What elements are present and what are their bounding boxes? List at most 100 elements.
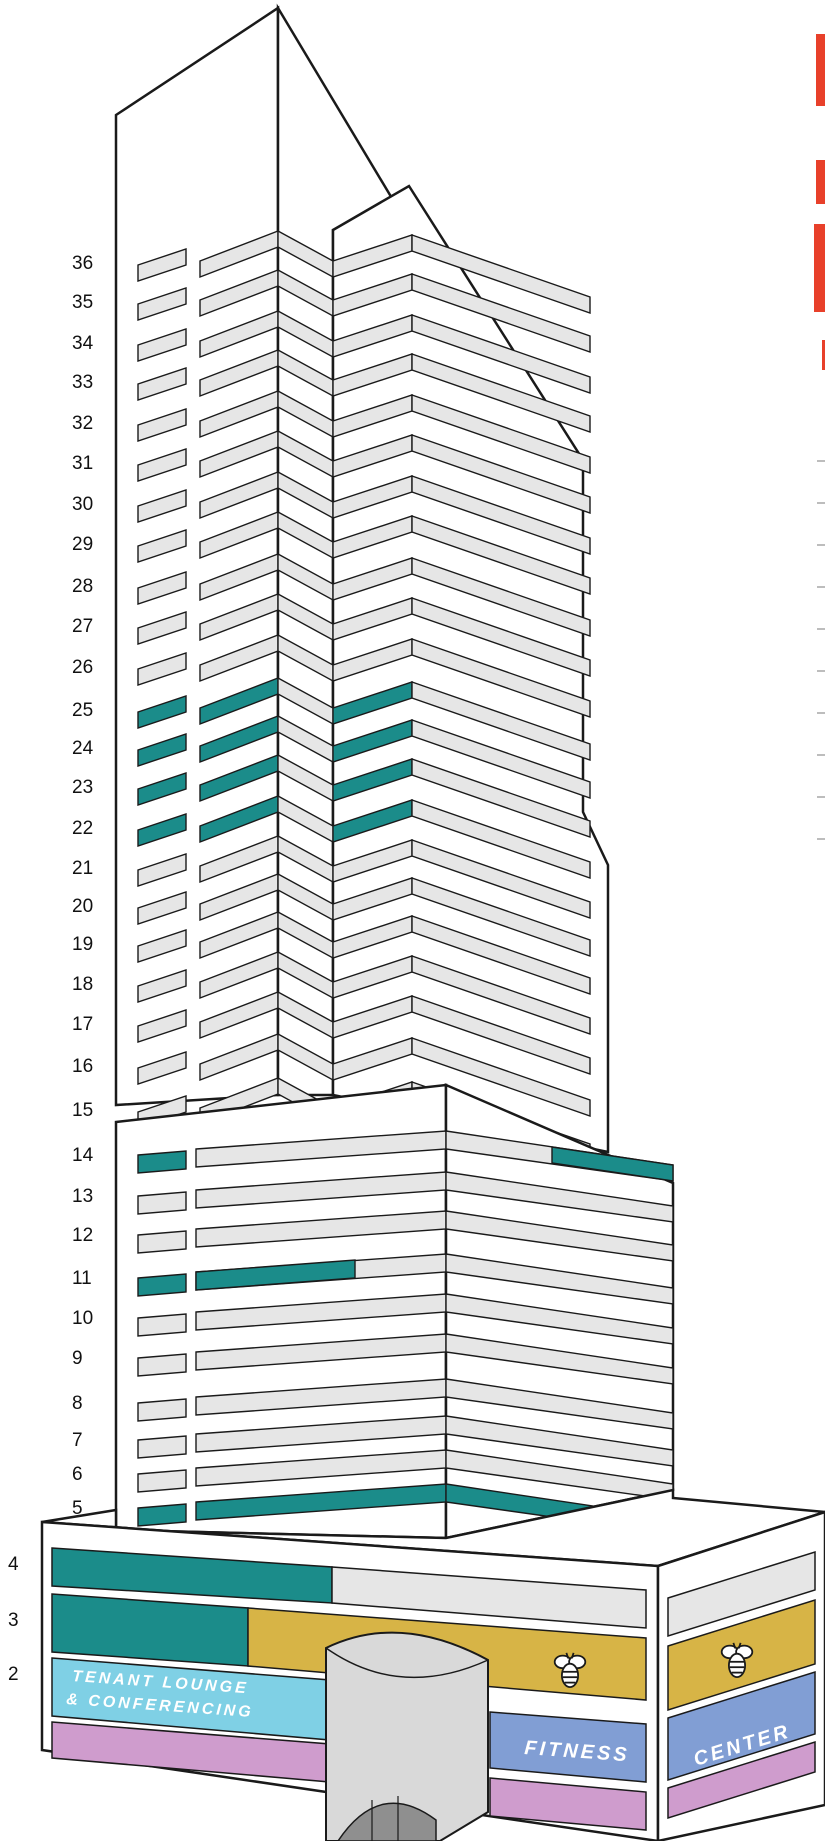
floor-33-left-window xyxy=(137,367,187,401)
legend-tick xyxy=(817,628,825,630)
floor-8-mid-right-band xyxy=(445,1378,674,1430)
floor-34-left-window xyxy=(137,328,187,362)
floor-28-left-window xyxy=(137,571,187,605)
floor-20-left-window xyxy=(137,891,187,925)
heading-fragment-1 xyxy=(816,34,825,106)
floor-number-2: 2 xyxy=(8,1664,19,1685)
legend-tick xyxy=(817,502,825,504)
floor-number-19: 19 xyxy=(72,934,93,955)
floor-number-3: 3 xyxy=(8,1610,19,1631)
floor-number-12: 12 xyxy=(72,1225,93,1246)
floor-22-right-slab xyxy=(411,799,591,879)
floor-number-31: 31 xyxy=(72,453,93,474)
floor-number-25: 25 xyxy=(72,700,93,721)
floor-17-right-slab xyxy=(411,995,591,1075)
floor-27-left-window xyxy=(137,611,187,645)
floor-19-right-slab xyxy=(411,915,591,995)
side-center-band xyxy=(667,1670,816,1782)
floor-16-right-slab xyxy=(411,1037,591,1117)
floor-13-mid-right-band xyxy=(445,1171,674,1223)
floor-11-mid-left-window xyxy=(137,1273,187,1297)
floor-18-left-window xyxy=(137,969,187,1003)
floor-number-8: 8 xyxy=(72,1393,83,1414)
floor-24-right-slab xyxy=(411,719,591,799)
floor-number-15: 15 xyxy=(72,1100,93,1121)
floor-number-11: 11 xyxy=(72,1268,92,1289)
legend-tick xyxy=(817,586,825,588)
floor-26-left-window xyxy=(137,652,187,686)
floor-9-mid-left-window xyxy=(137,1353,187,1377)
floor-number-18: 18 xyxy=(72,974,93,995)
heading-fragment-2 xyxy=(816,160,825,204)
floor-number-27: 27 xyxy=(72,616,93,637)
floor-24-left-window xyxy=(137,733,187,767)
heading-fragment-3 xyxy=(814,224,825,312)
floor-10-mid-left-window xyxy=(137,1313,187,1337)
legend-tick xyxy=(817,796,825,798)
floor-number-29: 29 xyxy=(72,534,93,555)
floor-number-14: 14 xyxy=(72,1145,94,1166)
floor-10-mid-right-band xyxy=(445,1293,674,1345)
floor-5-mid-left-window xyxy=(137,1503,187,1527)
floor-number-23: 23 xyxy=(72,777,93,798)
floor-30-right-slab xyxy=(411,475,591,555)
floor-31-right-slab xyxy=(411,434,591,514)
floor-17-left-window xyxy=(137,1009,187,1043)
side-band-1 xyxy=(667,1740,816,1820)
floor-11-highlight xyxy=(195,1259,356,1291)
floor-number-22: 22 xyxy=(72,818,93,839)
floor-7-mid-right-band xyxy=(445,1415,674,1467)
floor-7-mid-left-window xyxy=(137,1435,187,1459)
floor-number-6: 6 xyxy=(72,1464,83,1485)
floor-29-left-window xyxy=(137,529,187,563)
floor-14-highlight xyxy=(551,1146,674,1182)
ground-floor-band-right xyxy=(489,1777,647,1831)
floor-number-32: 32 xyxy=(72,413,93,434)
floor-6-mid-left-window xyxy=(137,1469,187,1493)
floor-30-left-window xyxy=(137,489,187,523)
floor-28-right-slab xyxy=(411,557,591,637)
mid-block xyxy=(114,1083,675,1540)
side-band-4 xyxy=(667,1550,816,1638)
floor-36-right-slab xyxy=(411,234,591,314)
floor-25-right-slab xyxy=(411,681,591,761)
floor-8-mid-left-window xyxy=(137,1398,187,1422)
floor-31-left-window xyxy=(137,448,187,482)
floor-20-right-slab xyxy=(411,877,591,957)
floor-9-mid-right-band xyxy=(445,1333,674,1385)
floor-27-right-slab xyxy=(411,597,591,677)
floor-14-mid-left-window xyxy=(137,1150,187,1174)
legend-tick xyxy=(817,754,825,756)
floor-19-left-window xyxy=(137,929,187,963)
floor-number-34: 34 xyxy=(72,333,94,354)
floor-11-mid-right-band xyxy=(445,1253,674,1305)
floor-35-left-window xyxy=(137,287,187,321)
legend-tick xyxy=(817,460,825,462)
legend-tick xyxy=(817,544,825,546)
legend-tick xyxy=(817,838,825,840)
floor-12-mid-left-window xyxy=(137,1230,187,1254)
floor-21-right-slab xyxy=(411,839,591,919)
floor-number-4: 4 xyxy=(8,1554,19,1575)
floor-16-left-window xyxy=(137,1051,187,1085)
floor-number-24: 24 xyxy=(72,738,94,759)
floor-36-left-window xyxy=(137,248,187,282)
legend-tick xyxy=(817,712,825,714)
floor-number-5: 5 xyxy=(72,1498,83,1519)
floor-number-10: 10 xyxy=(72,1308,93,1329)
floor-22-left-window xyxy=(137,813,187,847)
floor-32-left-window xyxy=(137,408,187,442)
floor-23-right-slab xyxy=(411,758,591,838)
floor-34-right-slab xyxy=(411,314,591,394)
floor-number-16: 16 xyxy=(72,1056,93,1077)
floor-26-right-slab xyxy=(411,638,591,718)
fitness-label-band xyxy=(489,1711,647,1783)
floor-number-20: 20 xyxy=(72,896,93,917)
floor-32-right-slab xyxy=(411,394,591,474)
floor-number-7: 7 xyxy=(72,1430,83,1451)
legend-tick xyxy=(817,670,825,672)
floor-number-21: 21 xyxy=(72,858,93,879)
upper-tower xyxy=(114,3,610,1161)
floor-number-9: 9 xyxy=(72,1348,83,1369)
